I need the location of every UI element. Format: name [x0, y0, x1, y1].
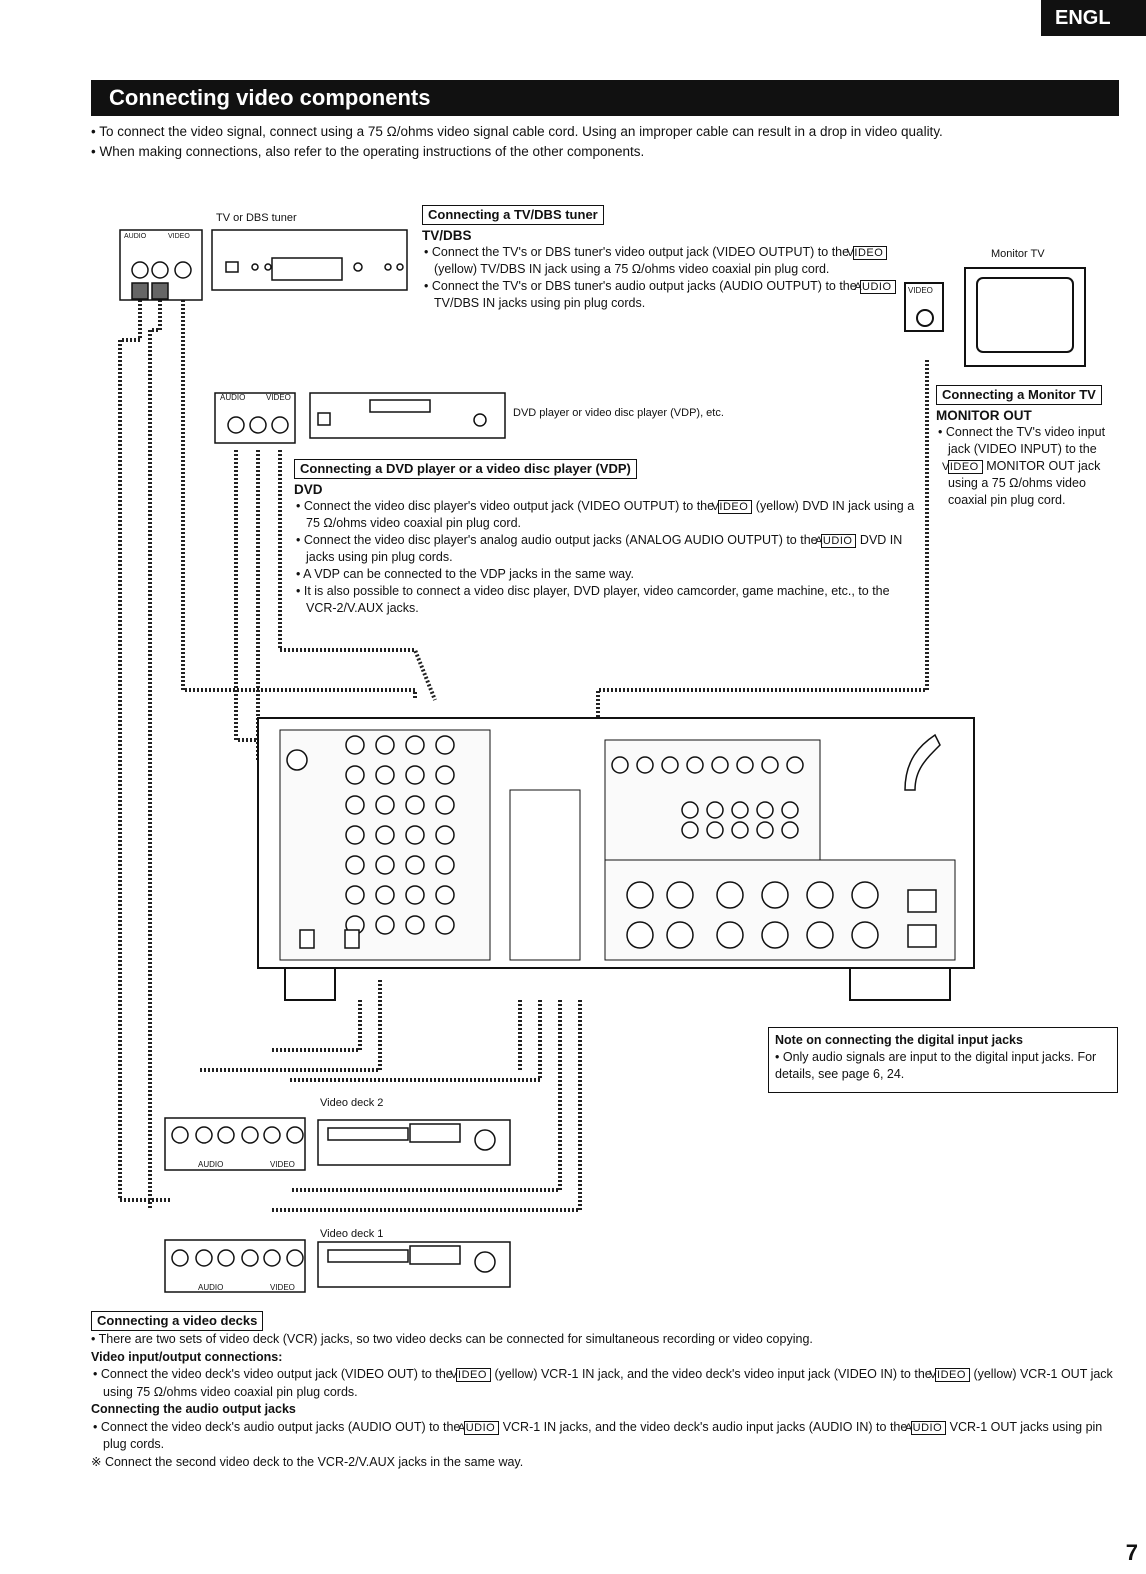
- dvd-video-out-label: VIDEO: [266, 393, 291, 402]
- receiver-jacks: [286, 735, 937, 949]
- intro-line-2: • When making connections, also refer to…: [91, 144, 645, 159]
- intro-line-1: • To connect the video signal, connect u…: [91, 124, 943, 139]
- dvd-item-4: • It is also possible to connect a video…: [296, 584, 890, 615]
- tv-dbs-item-1: • Connect the TV's or DBS tuner's video …: [422, 244, 900, 278]
- dvd-player-device: [214, 392, 506, 444]
- note-item: • Only audio signals are input to the di…: [775, 1050, 1097, 1081]
- tv-video-out-label: VIDEO: [168, 233, 190, 240]
- video-key: VIDEO: [847, 246, 888, 260]
- video-decks-section: Connecting a video decks • There are two…: [91, 1311, 1121, 1471]
- deck1-video-label: VIDEO: [270, 1283, 295, 1292]
- video-deck-2-label: Video deck 2: [320, 1097, 384, 1109]
- tv-dbs-box-title: Connecting a TV/DBS tuner: [422, 205, 604, 225]
- intro-text: • To connect the video signal, connect u…: [91, 122, 1131, 162]
- note-title: Note on connecting the digital input jac…: [775, 1033, 1023, 1047]
- dvd-item-2: • Connect the video disc player's analog…: [296, 533, 903, 564]
- video-decks-note: ※ Connect the second video deck to the V…: [91, 1454, 524, 1469]
- video-io-heading: Video input/output connections:: [91, 1349, 283, 1364]
- power-cord-icon: [904, 733, 941, 791]
- page-number: 7: [1125, 1540, 1138, 1565]
- tv-dbs-tuner-device: [119, 229, 408, 301]
- audio-out-item: • Connect the video deck's audio output …: [93, 1419, 1103, 1452]
- video-key: VIDEO: [942, 460, 983, 474]
- audio-key: AUDIO: [854, 280, 896, 294]
- digital-input-note: Note on connecting the digital input jac…: [768, 1027, 1118, 1093]
- monitor-tv-label: Monitor TV: [991, 248, 1045, 260]
- tv-dbs-heading: TV/DBS: [422, 228, 472, 243]
- monitor-box-title: Connecting a Monitor TV: [936, 385, 1102, 405]
- tv-audio-out-label: AUDIO: [124, 233, 147, 240]
- audio-key: AUDIO: [905, 1420, 947, 1435]
- language-tab: ENGL: [1041, 0, 1146, 36]
- video-deck-1-label: Video deck 1: [320, 1228, 384, 1240]
- deck2-audio-label: AUDIO: [198, 1160, 224, 1169]
- dvd-heading: DVD: [294, 482, 323, 497]
- dvd-box-title: Connecting a DVD player or a video disc …: [294, 459, 637, 479]
- video-deck-2-device: [164, 1117, 511, 1171]
- monitor-item: • Connect the TV's video input jack (VID…: [938, 425, 1106, 507]
- deck1-audio-label: AUDIO: [198, 1283, 224, 1292]
- dvd-item-1: • Connect the video disc player's video …: [296, 499, 915, 530]
- dvd-section: Connecting a DVD player or a video disc …: [294, 459, 920, 617]
- audio-out-heading: Connecting the audio output jacks: [91, 1402, 296, 1416]
- dvd-item-3: • A VDP can be connected to the VDP jack…: [296, 567, 634, 581]
- tv-dbs-item-2: • Connect the TV's or DBS tuner's audio …: [422, 278, 900, 312]
- video-key: VIDEO: [712, 500, 753, 514]
- dvd-audio-out-label: AUDIO: [220, 393, 246, 402]
- dvd-player-label: DVD player or video disc player (VDP), e…: [513, 407, 724, 419]
- video-deck-1-device: [164, 1239, 511, 1293]
- video-decks-box-title: Connecting a video decks: [91, 1311, 264, 1331]
- audio-key: AUDIO: [458, 1420, 500, 1435]
- monitor-tv-device: [904, 267, 1086, 367]
- audio-key: AUDIO: [815, 534, 857, 548]
- deck2-video-label: VIDEO: [270, 1160, 295, 1169]
- tv-dbs-tuner-label: TV or DBS tuner: [216, 212, 297, 224]
- tv-dbs-section: Connecting a TV/DBS tuner TV/DBS • Conne…: [422, 205, 900, 312]
- monitor-video-in-label: VIDEO: [908, 286, 933, 295]
- video-decks-line-1: • There are two sets of video deck (VCR)…: [91, 1332, 813, 1346]
- monitor-heading: MONITOR OUT: [936, 408, 1032, 423]
- video-io-item: • Connect the video deck's video output …: [93, 1367, 1113, 1399]
- video-key: VIDEO: [450, 1368, 491, 1382]
- video-key: VIDEO: [929, 1368, 970, 1382]
- monitor-section: Connecting a Monitor TV MONITOR OUT • Co…: [936, 385, 1122, 509]
- page-title: Connecting video components: [91, 80, 1119, 116]
